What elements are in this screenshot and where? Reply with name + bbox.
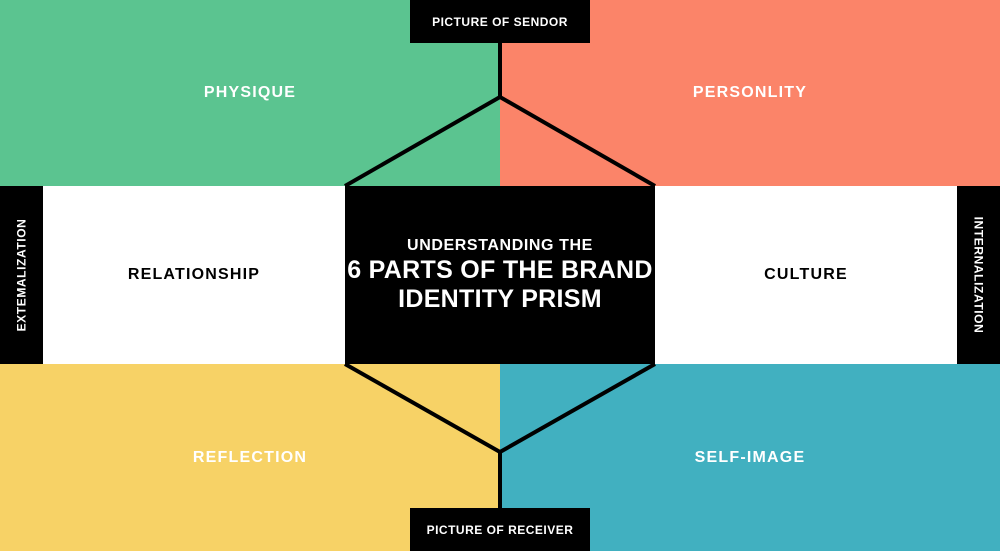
tab-picture-of-receiver-label: PICTURE OF RECEIVER bbox=[426, 522, 574, 537]
axis-internalization: INTERNALIZATION bbox=[957, 186, 1000, 364]
cell-relationship: RELATIONSHIP bbox=[43, 186, 345, 364]
center-headline-text: 6 PARTS OF THE BRAND IDENTITY PRISM bbox=[347, 256, 653, 313]
cell-relationship-label: RELATIONSHIP bbox=[127, 266, 261, 283]
quadrant-personality-label: PERSONLITY bbox=[692, 84, 808, 101]
tab-picture-of-receiver: PICTURE OF RECEIVER bbox=[410, 508, 590, 551]
tab-picture-of-sender-label: PICTURE OF SENDOR bbox=[432, 14, 568, 29]
quadrant-self-image-label: SELF-IMAGE bbox=[694, 448, 806, 466]
axis-externalization-label: EXTEMALIZATION bbox=[14, 218, 29, 332]
cell-culture: CULTURE bbox=[655, 186, 957, 364]
axis-externalization: EXTEMALIZATION bbox=[0, 186, 43, 364]
center-title-box: UNDERSTANDING THE 6 PARTS OF THE BRAND I… bbox=[345, 186, 655, 364]
axis-internalization-label: INTERNALIZATION bbox=[971, 216, 986, 334]
cell-culture-label: CULTURE bbox=[764, 266, 848, 283]
quadrant-reflection-label: REFLECTION bbox=[192, 448, 308, 466]
quadrant-physique-label: PHYSIQUE bbox=[203, 84, 297, 101]
center-eyebrow-text: UNDERSTANDING THE bbox=[407, 236, 593, 254]
tab-picture-of-sender: PICTURE OF SENDOR bbox=[410, 0, 590, 43]
